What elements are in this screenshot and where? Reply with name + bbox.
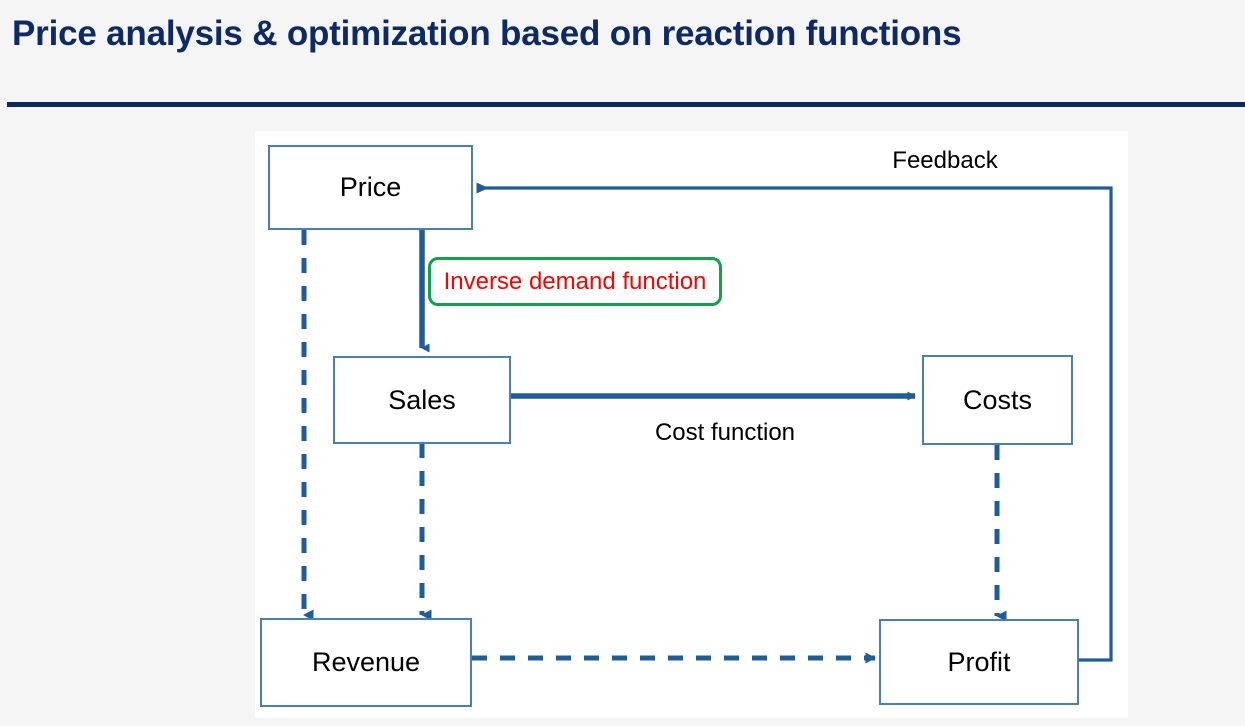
node-sales[interactable]: Sales (333, 356, 511, 444)
page-title: Price analysis & optimization based on r… (12, 14, 962, 53)
node-revenue-label: Revenue (311, 647, 421, 677)
node-revenue[interactable]: Revenue (260, 618, 472, 707)
node-costs-label: Costs (962, 384, 1033, 415)
edge-profit-to-price-feedback (476, 182, 1113, 662)
node-price-label: Price (339, 172, 402, 202)
diagram-panel: Price Sales Costs Revenue Profit Feedbac… (255, 131, 1128, 718)
node-profit-label: Profit (947, 646, 1011, 677)
callout-inverse-demand-function-label: Inverse demand function (443, 267, 707, 295)
diagram-connectors (301, 182, 1113, 664)
edge-label-feedback: Feedback (892, 147, 998, 174)
title-divider (7, 102, 1245, 107)
node-costs[interactable]: Costs (922, 355, 1073, 445)
node-sales-label: Sales (388, 384, 456, 415)
node-price[interactable]: Price (268, 145, 473, 230)
node-profit[interactable]: Profit (879, 619, 1079, 705)
edge-label-cost-function: Cost function (654, 419, 796, 446)
callout-inverse-demand-function: Inverse demand function (428, 257, 722, 306)
